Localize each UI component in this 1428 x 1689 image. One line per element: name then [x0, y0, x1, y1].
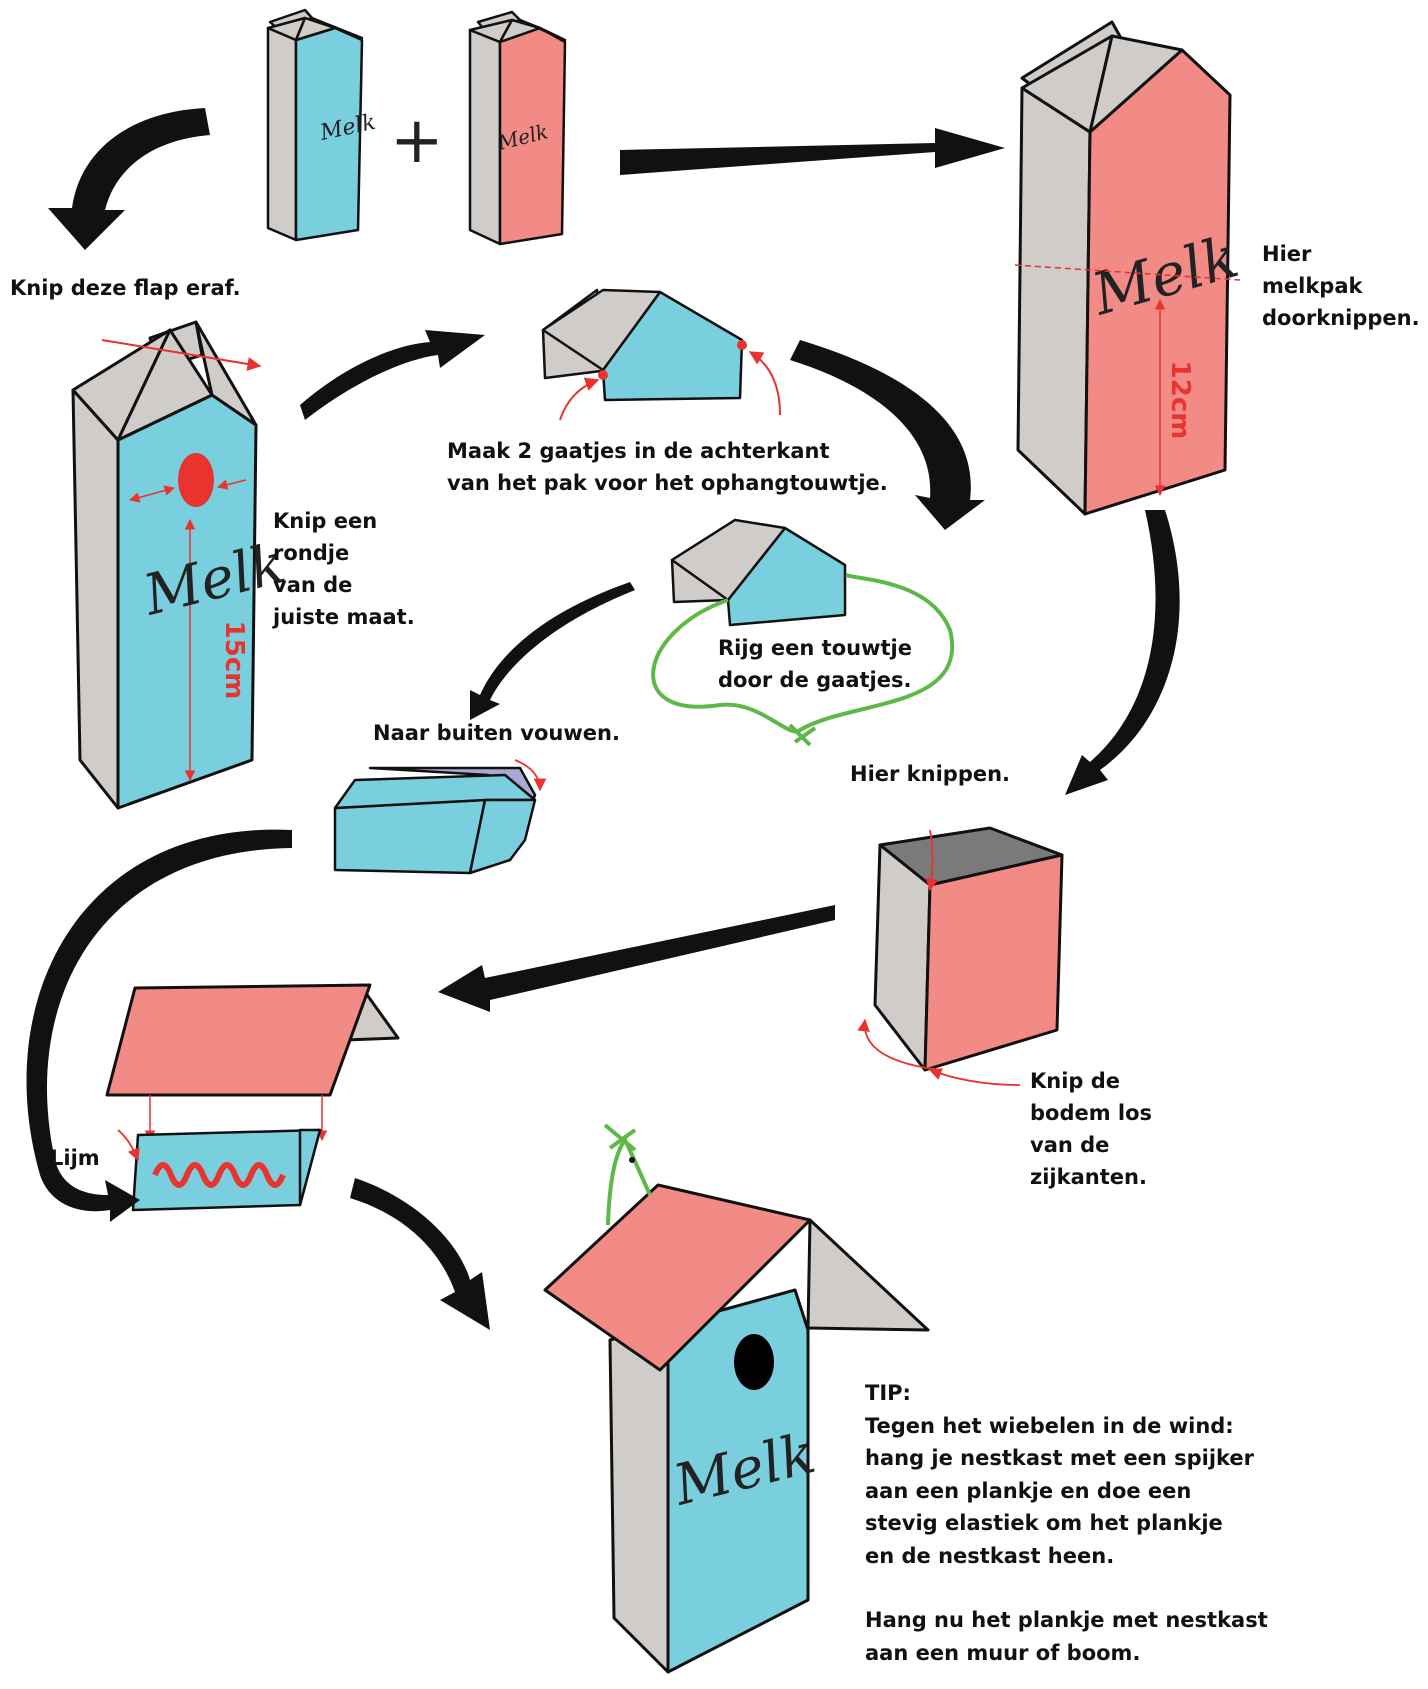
- arrow-to-flap: [48, 108, 210, 250]
- tip-line6: Hang nu het plankje met nestkast: [865, 1608, 1268, 1632]
- label-bottom-line2: bodem los: [1030, 1101, 1153, 1125]
- label-make-holes: Maak 2 gaatjes in de achterkant van het …: [447, 435, 888, 499]
- label-cut-here: Hier knippen.: [850, 762, 1011, 786]
- arrow-fold-to-glue: [26, 829, 292, 1222]
- arrow-to-fold: [470, 582, 635, 720]
- hole-width-arrow-right: [216, 479, 247, 490]
- label-cut-bottom: Knip de bodem los van de zijkanten.: [1030, 1065, 1152, 1193]
- label-cut-pink-line3: doorknippen.: [1262, 306, 1420, 330]
- label-cut-circle: Knip een rondje van de juiste maat.: [273, 505, 415, 633]
- arrow-to-roof: [438, 905, 835, 1012]
- hanging-string-knot: [603, 1123, 637, 1152]
- glue-piece: [131, 1128, 322, 1212]
- open-pink-box: [873, 826, 1064, 1072]
- label-bottom-line1: Knip de: [1030, 1069, 1121, 1093]
- carton-top-with-holes: [541, 288, 744, 402]
- hole-width-arrow: [128, 485, 176, 503]
- flap-cut-line: [101, 339, 262, 371]
- label-circle-line1: Knip een: [273, 509, 378, 533]
- large-pink-carton: [1016, 20, 1232, 516]
- tip-line2: hang je nestkast met een spijker: [865, 1446, 1255, 1470]
- hole-marker-right: [737, 340, 747, 350]
- label-cut-pink-carton: Hier melkpak doorknippen.: [1262, 238, 1420, 334]
- glue-pointer: [117, 1129, 140, 1162]
- tip-line4: stevig elastiek om het plankje: [865, 1511, 1223, 1535]
- string-knot: [788, 723, 817, 747]
- label-cut-pink-line1: Hier: [1262, 242, 1312, 266]
- circle-hole: [178, 453, 214, 507]
- arrow-to-open-box: [1065, 510, 1180, 795]
- plus-sign: +: [390, 104, 444, 178]
- tip-line3: aan een plankje en doe een: [865, 1478, 1192, 1503]
- tip-title: TIP:: [865, 1381, 911, 1405]
- label-thread-string: Rijg een touwtje door de gaatjes.: [718, 632, 912, 696]
- tip-spacer: [865, 1572, 1268, 1604]
- green-string: [651, 573, 955, 734]
- pink-cut-line: [1014, 264, 1241, 281]
- birdhouse-entrance-hole: [734, 1334, 774, 1390]
- small-blue-carton: [266, 8, 364, 242]
- label-string-line1: Rijg een touwtje: [718, 636, 912, 660]
- label-circle-line2: rondje: [273, 541, 350, 565]
- tip-line7: aan een muur of boom.: [865, 1640, 1141, 1665]
- label-bottom-line3: van de: [1030, 1133, 1110, 1157]
- arrow-to-birdhouse: [350, 1178, 490, 1330]
- bottom-cut-arrow-right: [928, 1068, 1021, 1086]
- pink-roof-piece: [105, 983, 400, 1097]
- arrow-to-string: [790, 340, 985, 530]
- small-pink-carton: [468, 10, 567, 246]
- bottom-cut-arrow-left: [857, 1018, 941, 1071]
- arrow-to-large-pink: [620, 128, 1005, 175]
- fold-arrow: [514, 759, 547, 792]
- label-cut-flap: Knip deze flap eraf.: [10, 276, 241, 300]
- finished-birdhouse: [543, 1183, 930, 1674]
- process-arrows: [26, 108, 1180, 1330]
- arrow-to-holes: [300, 330, 485, 420]
- hole-pointer-left: [559, 377, 600, 421]
- tip-block: TIP: Tegen het wiebelen in de wind: hang…: [865, 1377, 1268, 1669]
- hole-marker-left: [598, 370, 608, 380]
- label-holes-line1: Maak 2 gaatjes in de achterkant: [447, 439, 830, 463]
- nail: [629, 1157, 635, 1163]
- blue-height-label: 15cm: [219, 621, 249, 700]
- tip-line1: Tegen het wiebelen in de wind:: [865, 1413, 1234, 1438]
- label-string-line2: door de gaatjes.: [718, 668, 912, 692]
- label-cut-pink-line2: melkpak: [1262, 274, 1363, 298]
- tip-line5: en de nestkast heen.: [865, 1543, 1115, 1568]
- label-holes-line2: van het pak voor het ophangtouwtje.: [447, 471, 888, 495]
- label-circle-line3: van de: [273, 573, 353, 597]
- label-glue: Lijm: [50, 1146, 100, 1170]
- label-fold-out: Naar buiten vouwen.: [373, 721, 620, 745]
- pink-height-label: 12cm: [1165, 361, 1195, 440]
- label-circle-line4: juiste maat.: [273, 605, 415, 629]
- glue-squiggle: [152, 1162, 286, 1188]
- folded-top-piece: [333, 766, 537, 875]
- cut-here-arrow: [925, 829, 939, 892]
- hole-pointer-right: [748, 351, 781, 416]
- label-bottom-line4: zijkanten.: [1030, 1165, 1147, 1189]
- carton-top-with-string: [670, 518, 847, 627]
